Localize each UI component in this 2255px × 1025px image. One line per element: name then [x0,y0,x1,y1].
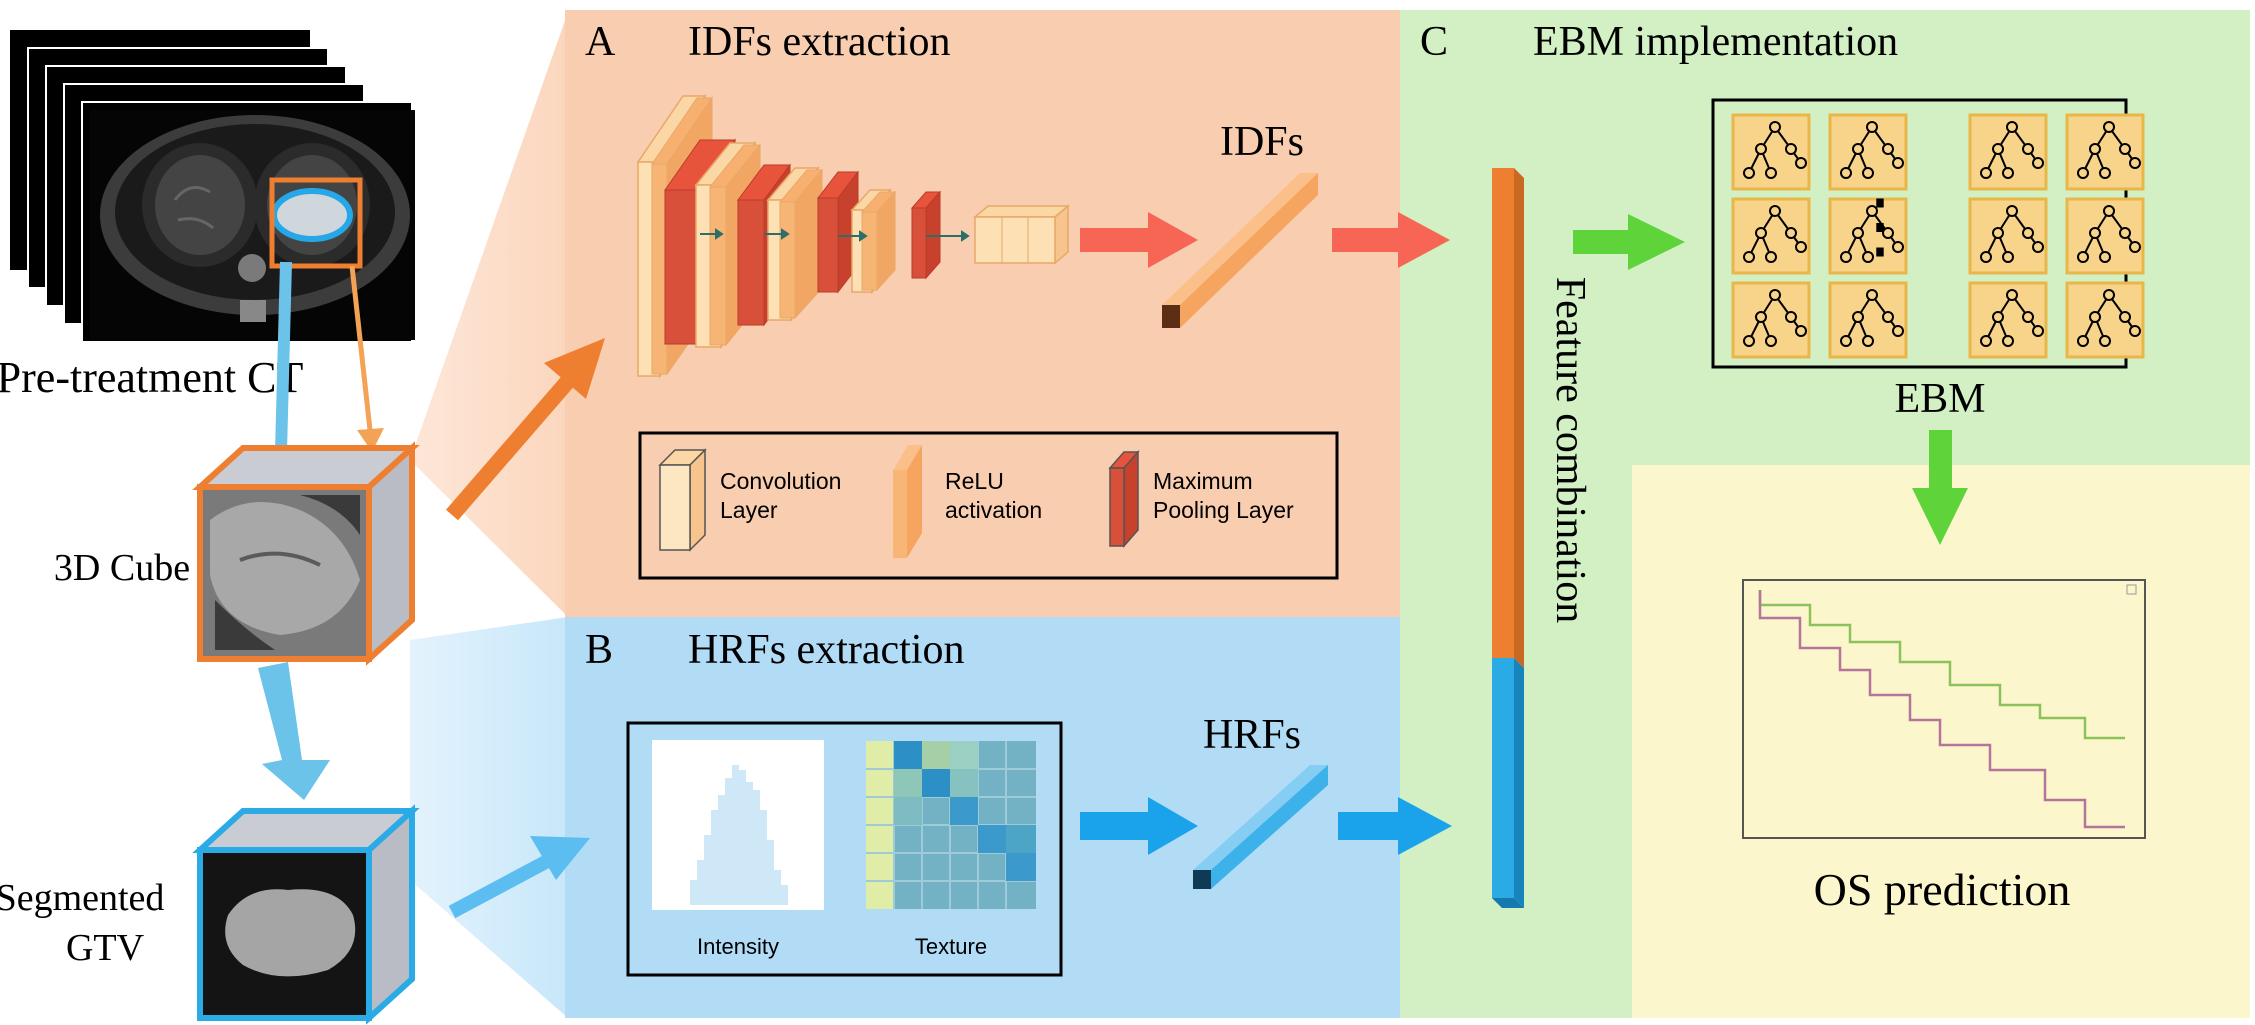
panel-b-title: HRFs extraction [688,627,964,673]
legend-relu-line2: activation [945,497,1042,523]
cube-3d [192,441,420,666]
idfs-to-combination-arrow [1332,212,1450,268]
legend-relu-line1: ReLU [945,468,1004,494]
tumor-highlight [271,188,353,242]
cnn-legend: Convolution Layer ReLU activation Maximu… [638,431,1339,580]
legend-conv-line1: Convolution [720,468,841,494]
ebm-tree-tile [1731,197,1811,275]
legend-relu-swatch [893,445,922,558]
panel-c-letter: C [1420,19,1448,65]
fan-to-panel-a [410,12,568,617]
radiomics-to-hrfs-arrow [1080,797,1198,855]
fan-to-panel-b [410,617,568,1018]
ebm-tree-grid [1731,113,2145,359]
gtv-label-line1: Segmented [0,877,164,919]
legend-pool-line1: Maximum [1153,468,1253,494]
ct-to-cube-orange-line [349,265,373,431]
ebm-label: EBM [1894,376,1985,422]
output-label: OS prediction [1814,864,2071,915]
cnn-block-4 [850,188,942,294]
legend-pool-line2: Pooling Layer [1153,497,1294,523]
ebm-tree-tile [1828,113,1908,191]
ebm-tree-tile [1731,113,1811,191]
cube-label: 3D Cube [54,547,190,589]
combination-label: Feature combination [1547,277,1593,623]
ebm-tree-tile [1828,281,1908,359]
gtv-label-line2: GTV [66,927,145,969]
ebm-tree-tile [1968,113,2048,191]
ct-slice-stack [10,30,415,343]
cnn-architecture [636,93,1071,379]
combination-to-ebm-arrow [1573,214,1685,270]
intensity-label: Intensity [697,934,779,959]
legend-pool-swatch [1108,450,1140,548]
ebm-ellipsis: ⋮ [1844,186,1916,266]
combined-feature-bar [1492,168,1524,908]
cnn-inter-arrows [700,228,970,242]
cube-to-gtv-arrow [258,662,330,800]
cube-to-panel-a-arrow [445,338,605,521]
ebm-tree-tile [2065,197,2145,275]
intensity-histogram [652,740,824,910]
ebm-to-output-arrow [1912,430,1968,545]
ct-label: Pre-treatment CT [0,353,303,402]
cnn-to-idfs-arrow [1080,212,1198,268]
survival-curve-high [1758,590,2125,740]
ebm-tree-tile [1968,281,2048,359]
cnn-block-5 [972,204,1071,265]
panel-b-letter: B [585,627,613,673]
legend-conv-swatch [658,448,707,552]
ebm-tree-tile [1968,197,2048,275]
ebm-tree-tile [2065,281,2145,359]
gtv-to-panel-b-arrow [448,836,590,919]
hrfs-feature-bar [1193,765,1328,889]
texture-matrix [866,741,1036,909]
ebm-tree-tile [1731,281,1811,359]
survival-curve-low [1758,590,2125,829]
hrfs-to-combination-arrow [1338,797,1452,855]
legend-conv-line2: Layer [720,497,778,523]
ct-slice-front [90,110,415,340]
cnn-block-3 [766,165,860,323]
ebm-model: ⋮ [1711,98,2145,369]
texture-label: Texture [915,934,987,959]
survival-plot [1742,579,2146,839]
gtv-cube [192,804,420,1025]
ct-to-cube-orange-arrowhead [357,428,384,452]
ebm-tree-tile [2065,113,2145,191]
idfs-label: IDFs [1220,119,1304,165]
panel-a-letter: A [585,19,616,65]
roi-box [269,177,363,269]
panel-a-title: IDFs extraction [688,19,950,65]
radiomics-box: Intensity Texture [626,721,1063,977]
idfs-feature-bar [1162,173,1318,328]
panel-c-title: EBM implementation [1533,19,1898,65]
ebm-tree-tile [1828,197,1908,275]
hrfs-label: HRFs [1203,712,1301,758]
